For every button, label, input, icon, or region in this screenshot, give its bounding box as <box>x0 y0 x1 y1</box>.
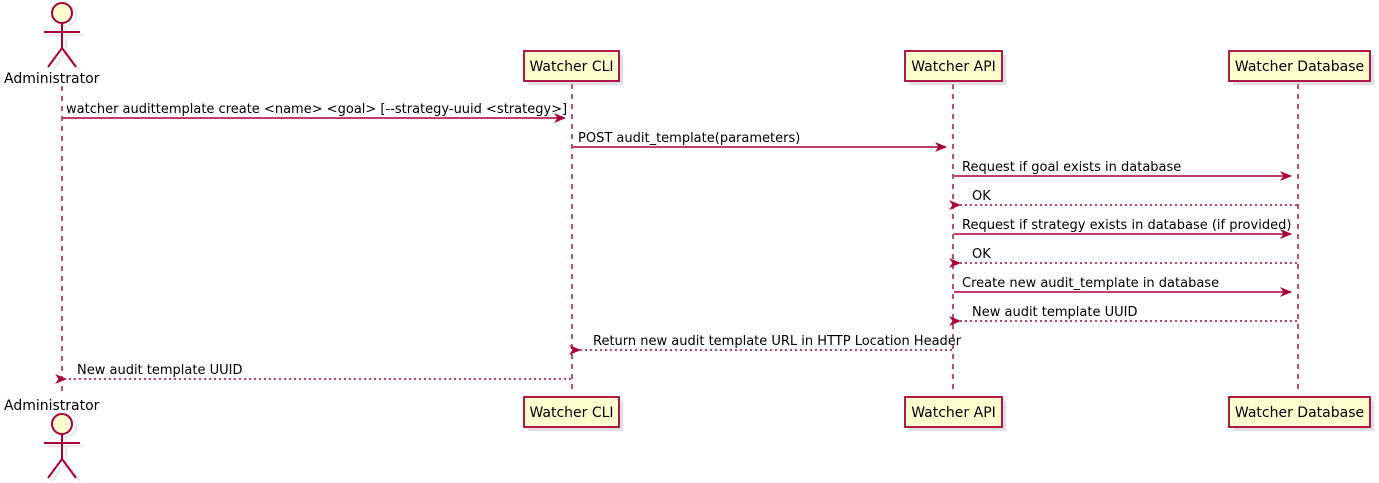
message-7[interactable]: Create new audit_template in database <box>954 276 1292 297</box>
participant-box <box>904 396 1003 428</box>
actor-administrator-top[interactable]: Administrator <box>4 2 100 87</box>
participant-watcher-api-top[interactable]: Watcher API <box>904 50 1006 85</box>
message-label: Request if strategy exists in database (… <box>962 218 1291 233</box>
message-label: OK <box>972 247 991 262</box>
message-2[interactable]: POST audit_template(parameters) <box>573 131 947 152</box>
message-label: Return new audit template URL in HTTP Lo… <box>593 334 962 349</box>
participant-label-watcher-database-top: Watcher Database <box>1235 59 1364 75</box>
message-label: POST audit_template(parameters) <box>578 131 800 146</box>
participant-box <box>1228 50 1371 82</box>
message-6[interactable]: OK <box>949 247 1297 268</box>
message-label: watcher audittemplate create <name> <goa… <box>66 102 567 117</box>
participant-watcher-cli-top[interactable]: Watcher CLI <box>523 50 623 85</box>
message-1[interactable]: watcher audittemplate create <name> <goa… <box>63 102 567 123</box>
message-label: Request if goal exists in database <box>962 160 1181 175</box>
message-label: New audit template UUID <box>972 305 1137 320</box>
message-9[interactable]: Return new audit template URL in HTTP Lo… <box>569 334 962 355</box>
actor-leg-right <box>61 458 77 479</box>
actor-leg-left <box>47 458 63 479</box>
actor-head-icon <box>51 413 73 435</box>
participant-box <box>523 396 620 428</box>
message-4[interactable]: OK <box>949 189 1297 210</box>
actor-administrator-bottom[interactable]: Administrator <box>4 398 100 482</box>
message-3[interactable]: Request if goal exists in database <box>954 160 1292 181</box>
participant-label-watcher-cli-top: Watcher CLI <box>529 59 613 75</box>
message-label: New audit template UUID <box>77 363 242 378</box>
actor-leg-right <box>61 47 77 68</box>
participant-box <box>1228 396 1371 428</box>
participant-watcher-database-bottom[interactable]: Watcher Database <box>1228 396 1374 431</box>
participant-label-watcher-database-bottom: Watcher Database <box>1235 405 1364 421</box>
actor-label-administrator-bottom: Administrator <box>4 398 100 414</box>
actor-label-administrator-top: Administrator <box>4 71 100 87</box>
participant-label-watcher-api-bottom: Watcher API <box>911 405 996 421</box>
participant-watcher-api-bottom[interactable]: Watcher API <box>904 396 1006 431</box>
message-label: Create new audit_template in database <box>962 276 1219 291</box>
participant-label-watcher-api-top: Watcher API <box>911 59 996 75</box>
message-10[interactable]: New audit template UUID <box>55 363 571 384</box>
message-5[interactable]: Request if strategy exists in database (… <box>954 218 1292 239</box>
actor-leg-left <box>47 47 63 68</box>
message-8[interactable]: New audit template UUID <box>949 305 1297 326</box>
participant-watcher-cli-bottom[interactable]: Watcher CLI <box>523 396 623 431</box>
participant-box <box>904 50 1003 82</box>
participant-box <box>523 50 620 82</box>
message-label: OK <box>972 189 991 204</box>
participant-label-watcher-cli-bottom: Watcher CLI <box>529 405 613 421</box>
participant-watcher-database-top[interactable]: Watcher Database <box>1228 50 1374 85</box>
lifelines <box>61 84 1299 396</box>
actor-head-icon <box>51 2 73 24</box>
